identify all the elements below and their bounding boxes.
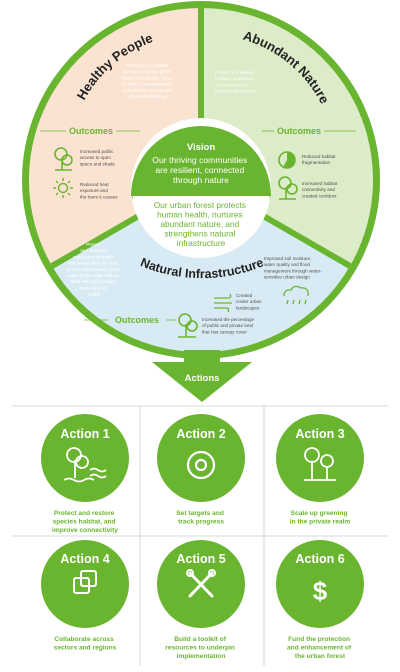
action-6-text: Fund the protection and enhancement of t… [287, 636, 353, 660]
tools-icon [186, 569, 216, 598]
actions-grid-lines [12, 405, 388, 666]
action-card-5: Action 5 Build a toolkit of resources to… [157, 540, 245, 660]
healthy-people-outcomes-label: Outcomes [69, 126, 113, 136]
abundant-nature-goal: Protect and extend habitat connectivity … [215, 70, 258, 94]
vision-band-fill [131, 126, 271, 196]
healthy-people-outcome-2: Reduced heat exposure and the harm it ca… [80, 182, 118, 199]
dollar-icon: $ [313, 576, 328, 606]
action-3-text: Scale up greening in the private realm [290, 510, 351, 526]
action-5-text: Build a toolkit of resources to underpin… [165, 636, 236, 660]
abundant-nature-outcomes-label: Outcomes [277, 126, 321, 136]
natural-infrastructure-goal: Protect and increase vegetation on publi… [67, 242, 122, 297]
vision-title: Vision [187, 142, 216, 153]
strategy-wheel: Vision Our thriving communities are resi… [22, 1, 380, 359]
natural-infrastructure-outcome-2: Created cooler urban landscapes [236, 293, 263, 310]
action-card-2: Action 2 Set targets and track progress [157, 414, 245, 526]
trees-water-icon [63, 447, 107, 483]
abundant-nature-outcome-1: Reduced habitat fragmentation [302, 154, 337, 165]
sun-icon [53, 178, 73, 198]
action-card-4: Action 4 Collaborate across sectors and … [41, 540, 129, 652]
target-icon [186, 450, 216, 480]
tree-icon [278, 176, 298, 200]
actions-label: Actions [185, 373, 220, 384]
healthy-people-goal: Protect and increase access to nature, g… [122, 63, 174, 99]
pie-chart-icon [278, 151, 296, 169]
mission-text: Our urban forest protects human health, … [154, 200, 249, 248]
action-5-title: Action 5 [176, 552, 225, 566]
action-2-title: Action 2 [176, 427, 225, 441]
action-1-title: Action 1 [60, 427, 109, 441]
natural-infrastructure-outcome-1: Improved soil moisture, water quality an… [264, 256, 323, 280]
overlap-squares-icon [73, 570, 97, 594]
action-card-3: Action 3 Scale up greening in the privat… [276, 414, 364, 526]
action-card-1: Action 1 Protect and restore species hab… [41, 414, 129, 534]
action-3-title: Action 3 [295, 427, 344, 441]
action-2-text: Set targets and track progress [176, 510, 225, 526]
abundant-nature-outcome-2: Increased habitat connectivity and creat… [302, 181, 339, 198]
action-1-text: Protect and restore species habitat, and… [52, 510, 118, 534]
tree-icon [54, 147, 73, 171]
tree-icon [178, 313, 198, 338]
vision-text: Our thriving communities are resilient, … [152, 155, 249, 185]
action-4-text: Collaborate across sectors and regions [54, 636, 117, 652]
action-card-6: Action 6 $ Fund the protection and enhan… [276, 540, 364, 660]
natural-infrastructure-outcomes-label: Outcomes [115, 315, 159, 325]
natural-infrastructure-outcome-3: Increased the percentage of public and p… [202, 317, 255, 334]
wind-icon [214, 293, 232, 313]
action-4-title: Action 4 [60, 552, 109, 566]
trees-icon [304, 447, 336, 481]
action-6-title: Action 6 [295, 552, 344, 566]
actions-arrow: Actions [152, 350, 252, 402]
healthy-people-outcome-1: Increased public access to open space an… [80, 149, 115, 166]
rain-cloud-icon [283, 285, 309, 305]
